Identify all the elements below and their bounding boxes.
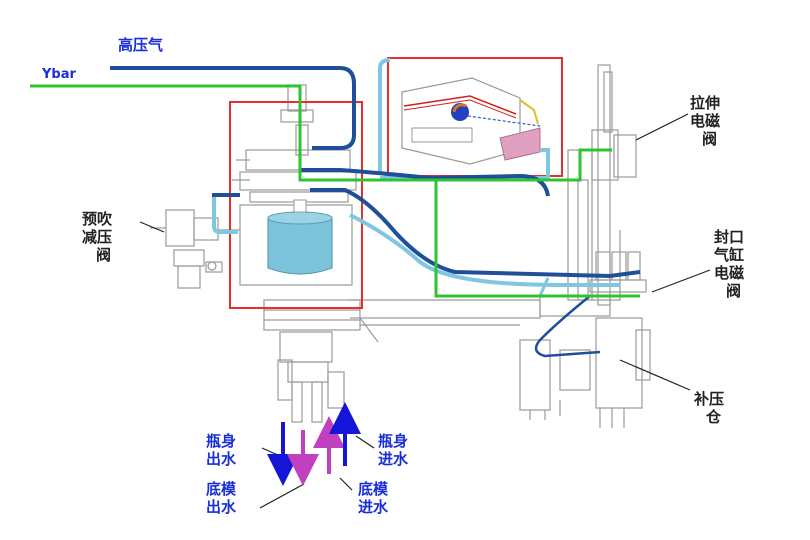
svg-text:底模: 底模 bbox=[206, 480, 237, 498]
bottom-inlet-label: 底模 进水 bbox=[358, 480, 389, 516]
svg-text:预吹: 预吹 bbox=[82, 210, 113, 228]
svg-text:阀: 阀 bbox=[96, 246, 111, 264]
svg-text:出水: 出水 bbox=[206, 498, 237, 516]
svg-text:气缸: 气缸 bbox=[713, 246, 744, 264]
flow-arrows bbox=[267, 402, 361, 486]
svg-text:进水: 进水 bbox=[358, 498, 389, 516]
body-inlet-label: 瓶身 进水 bbox=[378, 432, 409, 468]
high-pressure-air-label: 高压气 bbox=[118, 36, 163, 54]
svg-text:瓶身: 瓶身 bbox=[206, 432, 236, 450]
svg-text:电磁: 电磁 bbox=[714, 264, 744, 282]
svg-text:阀: 阀 bbox=[702, 130, 717, 148]
svg-text:封口: 封口 bbox=[714, 228, 744, 246]
svg-text:仓: 仓 bbox=[705, 408, 722, 426]
machine-frame bbox=[150, 64, 651, 428]
svg-text:出水: 出水 bbox=[206, 450, 237, 468]
boost-valve-label: 补压 仓 bbox=[693, 390, 724, 426]
svg-text:进水: 进水 bbox=[378, 450, 409, 468]
pre-blow-valve-label: 预吹 减压 阀 bbox=[82, 210, 113, 264]
seal-cylinder-valve-label: 封口 气缸 电磁 阀 bbox=[713, 228, 744, 300]
bottom-outlet-label: 底模 出水 bbox=[206, 480, 237, 516]
svg-text:阀: 阀 bbox=[726, 282, 741, 300]
main-unit-highlight-box bbox=[229, 101, 363, 309]
label-leader-lines bbox=[139, 113, 711, 509]
inset-detail bbox=[401, 77, 541, 165]
svg-text:瓶身: 瓶身 bbox=[378, 432, 408, 450]
stretch-valve-label: 拉伸 电磁 阀 bbox=[690, 94, 720, 148]
svg-text:减压: 减压 bbox=[82, 228, 112, 246]
dark-blue-air-lines bbox=[110, 66, 641, 358]
green-control-lines bbox=[30, 84, 640, 298]
water-tank bbox=[267, 199, 333, 275]
svg-text:底模: 底模 bbox=[358, 480, 389, 498]
svg-text:拉伸: 拉伸 bbox=[690, 94, 720, 112]
svg-text:补压: 补压 bbox=[693, 390, 724, 408]
body-outlet-label: 瓶身 出水 bbox=[206, 432, 237, 468]
ybar-label: Ybar bbox=[41, 67, 76, 82]
svg-text:电磁: 电磁 bbox=[690, 112, 720, 130]
